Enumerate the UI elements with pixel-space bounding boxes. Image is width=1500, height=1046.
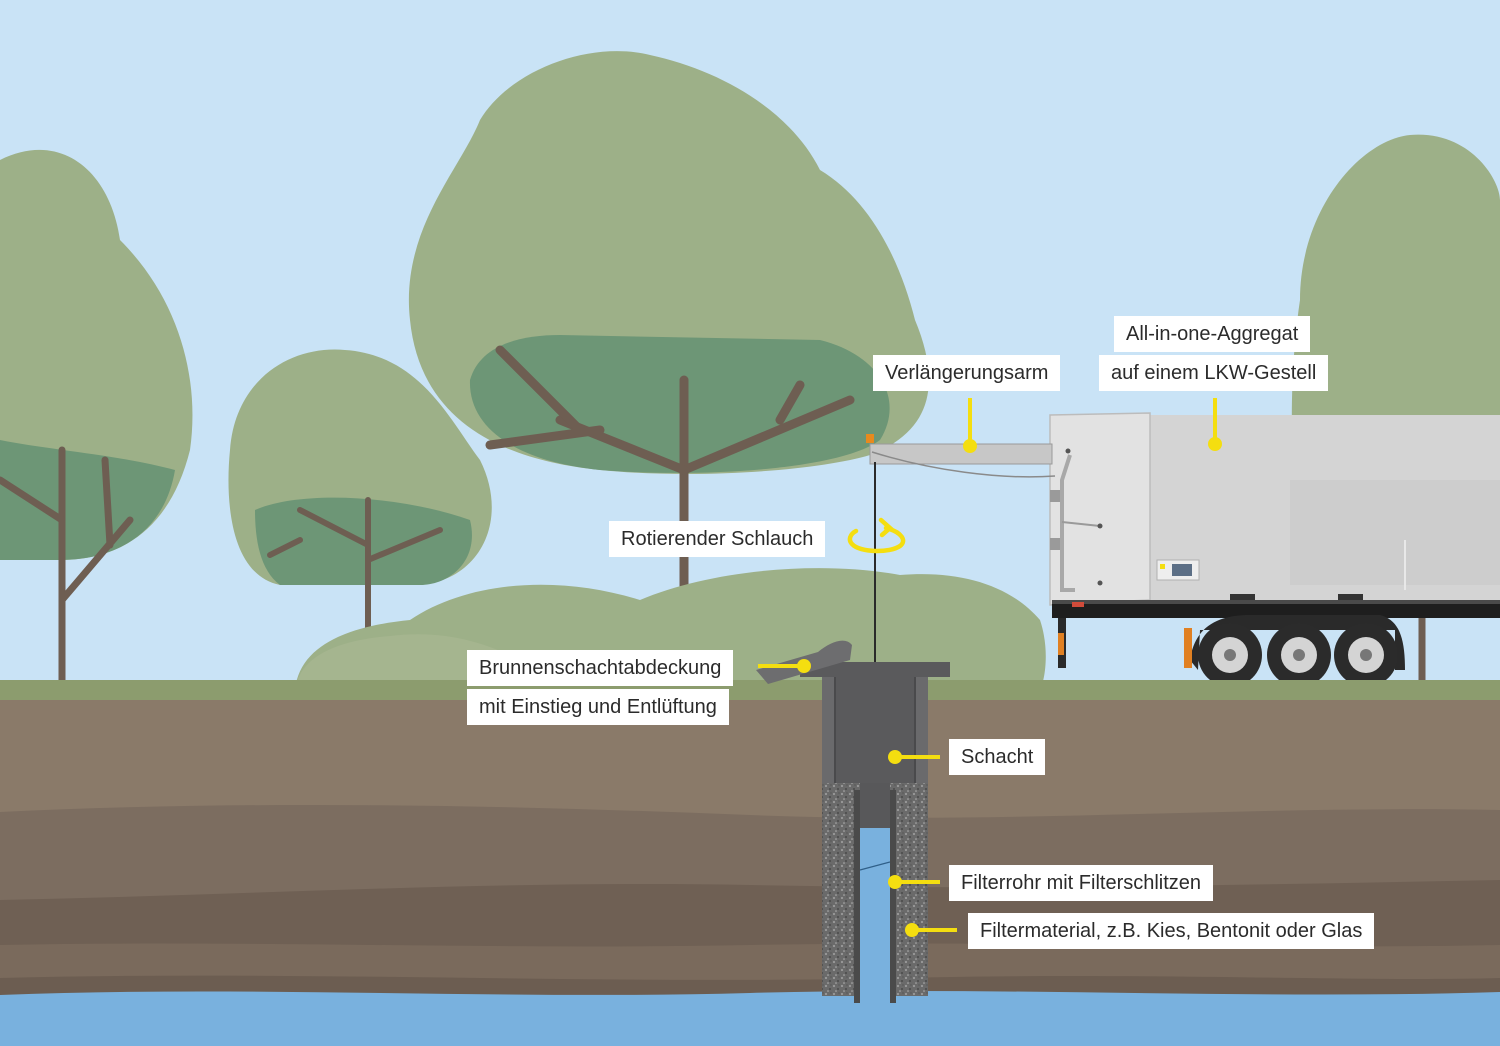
label-abdeckung-line2: mit Einstieg und Entlüftung: [467, 689, 729, 725]
groundwater: [0, 990, 1500, 1046]
wheels: [1198, 623, 1398, 687]
label-filterrohr: Filterrohr mit Filterschlitzen: [949, 865, 1214, 901]
label-schacht: Schacht: [949, 739, 1046, 775]
wheel-icon: [1334, 623, 1398, 687]
wheel-icon: [1198, 623, 1262, 687]
label-aggregat-line2: auf einem LKW-Gestell: [1099, 355, 1329, 391]
well-cover: [800, 662, 950, 677]
well-water: [860, 828, 890, 998]
label-abdeckung-line1: Brunnenschachtabdeckung: [467, 650, 734, 686]
tree-center: [408, 51, 929, 695]
filter-material-left: [822, 778, 860, 996]
wheel-icon: [1267, 623, 1331, 687]
truck-back-door: [1049, 412, 1151, 606]
truck: [1049, 412, 1500, 687]
label-rotierender-schlauch: Rotierender Schlauch: [609, 521, 826, 557]
tree-left: [0, 149, 193, 684]
truck-chassis: [1052, 603, 1500, 618]
label-verlaengerungsarm: Verlängerungsarm: [873, 355, 1061, 391]
warning-light-icon: [866, 434, 874, 443]
rotation-arrow-icon: [847, 517, 906, 554]
annotation-markers: [758, 398, 1222, 937]
label-aggregat-line1: All-in-one-Aggregat: [1114, 316, 1311, 352]
label-filtermaterial: Filtermaterial, z.B. Kies, Bentonit oder…: [968, 913, 1375, 949]
grass-strip: [0, 680, 1500, 702]
extension-arm: [866, 434, 1056, 478]
